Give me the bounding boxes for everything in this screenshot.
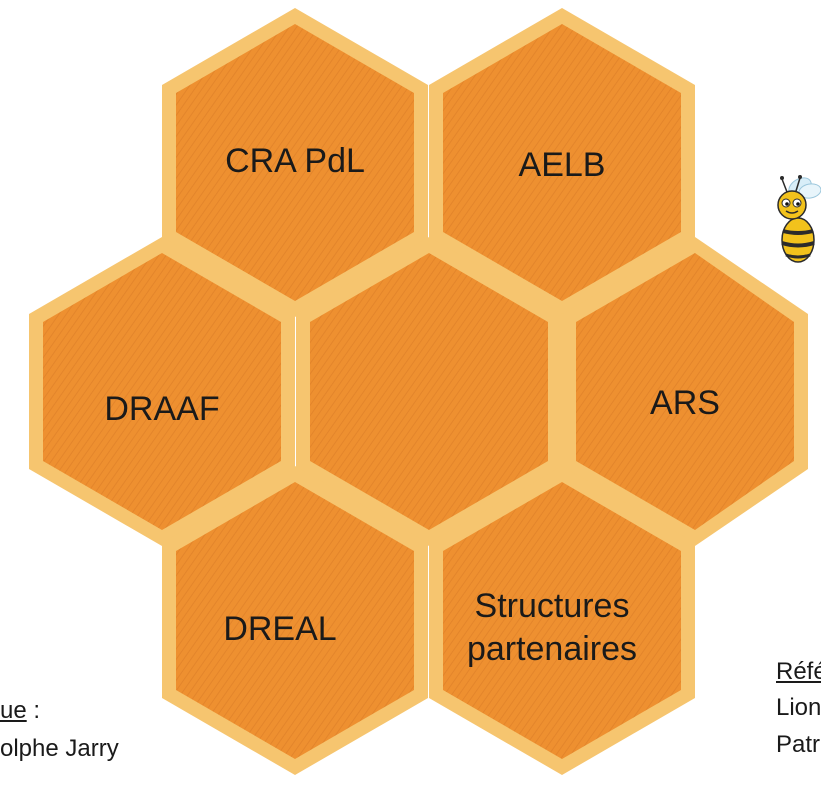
hex-cell-center	[310, 253, 548, 530]
left-note-colon: :	[26, 697, 41, 724]
label-aelb: AELB	[519, 146, 606, 184]
left-note-heading-text: ue	[0, 697, 27, 724]
bee-icon	[777, 175, 821, 263]
label-cra: CRA PdL	[225, 142, 365, 180]
hex-cell-ars	[576, 253, 794, 530]
right-note-heading: Réfé	[776, 658, 821, 686]
label-dreal: DREAL	[223, 610, 336, 648]
hex-cell-draaf	[43, 253, 281, 530]
right-note-line1: Lion	[776, 694, 821, 721]
right-note-heading-text: Réfé	[776, 658, 821, 685]
hex-cell-aelb	[443, 24, 681, 301]
left-note-heading: ue :	[0, 697, 40, 725]
hex-fill-group	[43, 24, 794, 759]
label-structures-line1: Structures	[475, 587, 630, 625]
left-note-line1: olphe Jarry	[0, 735, 119, 762]
hex-cell-structures	[443, 482, 681, 759]
label-ars: ARS	[650, 384, 720, 422]
label-structures-line2: partenaires	[467, 630, 637, 668]
hex-cell-cra	[176, 24, 414, 301]
hex-cell-dreal	[176, 482, 414, 759]
label-draaf: DRAAF	[104, 390, 219, 428]
right-note-line2: Patr	[776, 731, 821, 758]
